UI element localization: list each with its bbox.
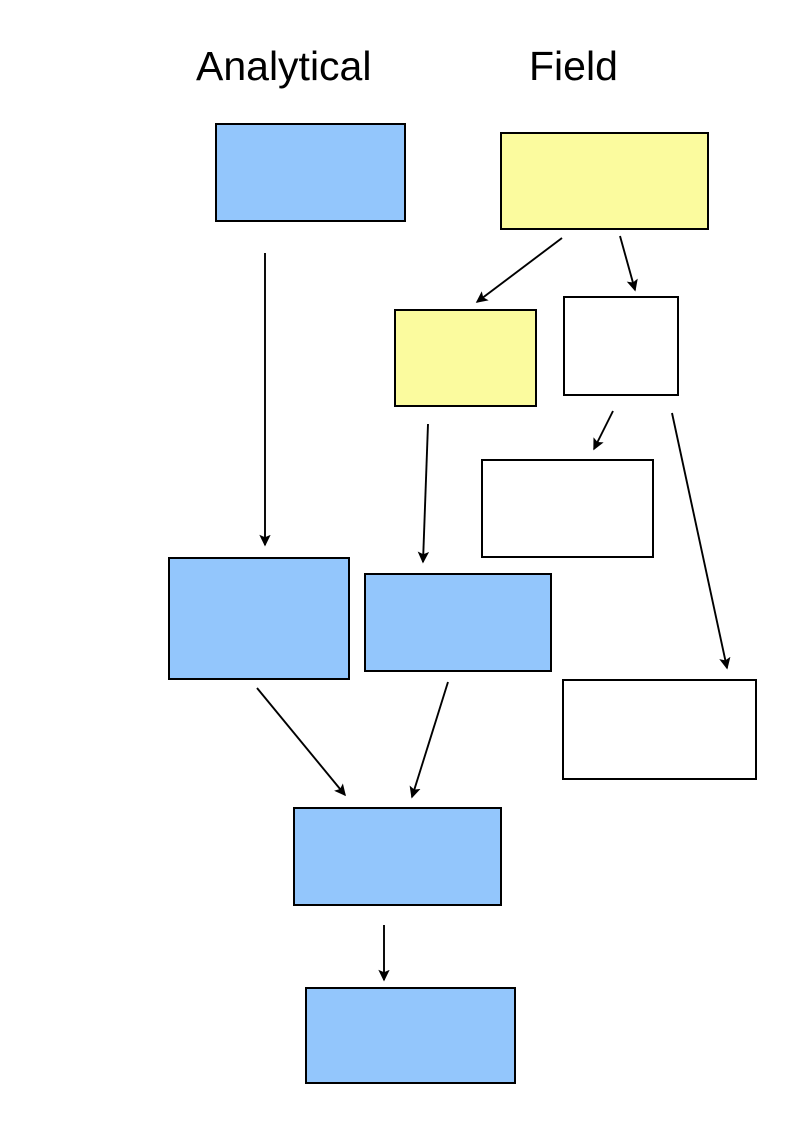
connector-arrow bbox=[256, 687, 346, 797]
process-node-yellow-2[interactable] bbox=[394, 309, 537, 407]
connector-arrow bbox=[417, 423, 430, 564]
node-label bbox=[564, 681, 755, 778]
node-label bbox=[502, 134, 707, 228]
node-label bbox=[366, 575, 550, 670]
connector-arrow bbox=[593, 410, 614, 451]
node-label bbox=[396, 311, 535, 405]
process-node-blue-1[interactable] bbox=[215, 123, 406, 222]
connector-arrow bbox=[409, 681, 449, 799]
node-label bbox=[217, 125, 404, 220]
node-label bbox=[483, 461, 652, 556]
node-label bbox=[295, 809, 500, 904]
process-node-white-1[interactable] bbox=[563, 296, 679, 396]
process-node-blue-4[interactable] bbox=[293, 807, 502, 906]
process-node-yellow-1[interactable] bbox=[500, 132, 709, 230]
process-node-white-2[interactable] bbox=[481, 459, 654, 558]
node-label bbox=[565, 298, 677, 394]
connector-arrow bbox=[475, 237, 563, 303]
connector-arrow bbox=[671, 412, 731, 670]
process-node-white-3[interactable] bbox=[562, 679, 757, 780]
connector-arrow bbox=[619, 235, 638, 292]
node-label bbox=[170, 559, 348, 678]
column-heading-field: Field bbox=[529, 43, 618, 89]
process-node-blue-2[interactable] bbox=[168, 557, 350, 680]
process-node-blue-5[interactable] bbox=[305, 987, 516, 1084]
process-node-blue-3[interactable] bbox=[364, 573, 552, 672]
column-heading-analytical: Analytical bbox=[196, 43, 372, 89]
node-label bbox=[307, 989, 514, 1082]
